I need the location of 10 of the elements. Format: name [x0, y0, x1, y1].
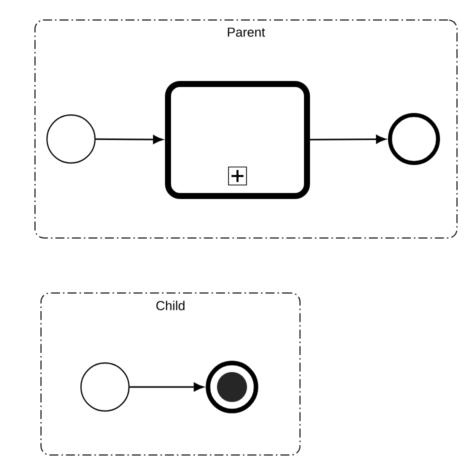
start-event-circle — [46, 114, 96, 164]
subprocess-box — [165, 81, 310, 199]
start-event-circle — [80, 362, 130, 412]
arrow — [310, 134, 386, 144]
terminate-event-circle — [206, 360, 258, 414]
arrow — [96, 135, 163, 144]
group-box: Child — [40, 292, 300, 456]
end-event-circle — [388, 113, 440, 165]
group-box: Parent — [34, 20, 458, 238]
arrow — [130, 382, 204, 392]
